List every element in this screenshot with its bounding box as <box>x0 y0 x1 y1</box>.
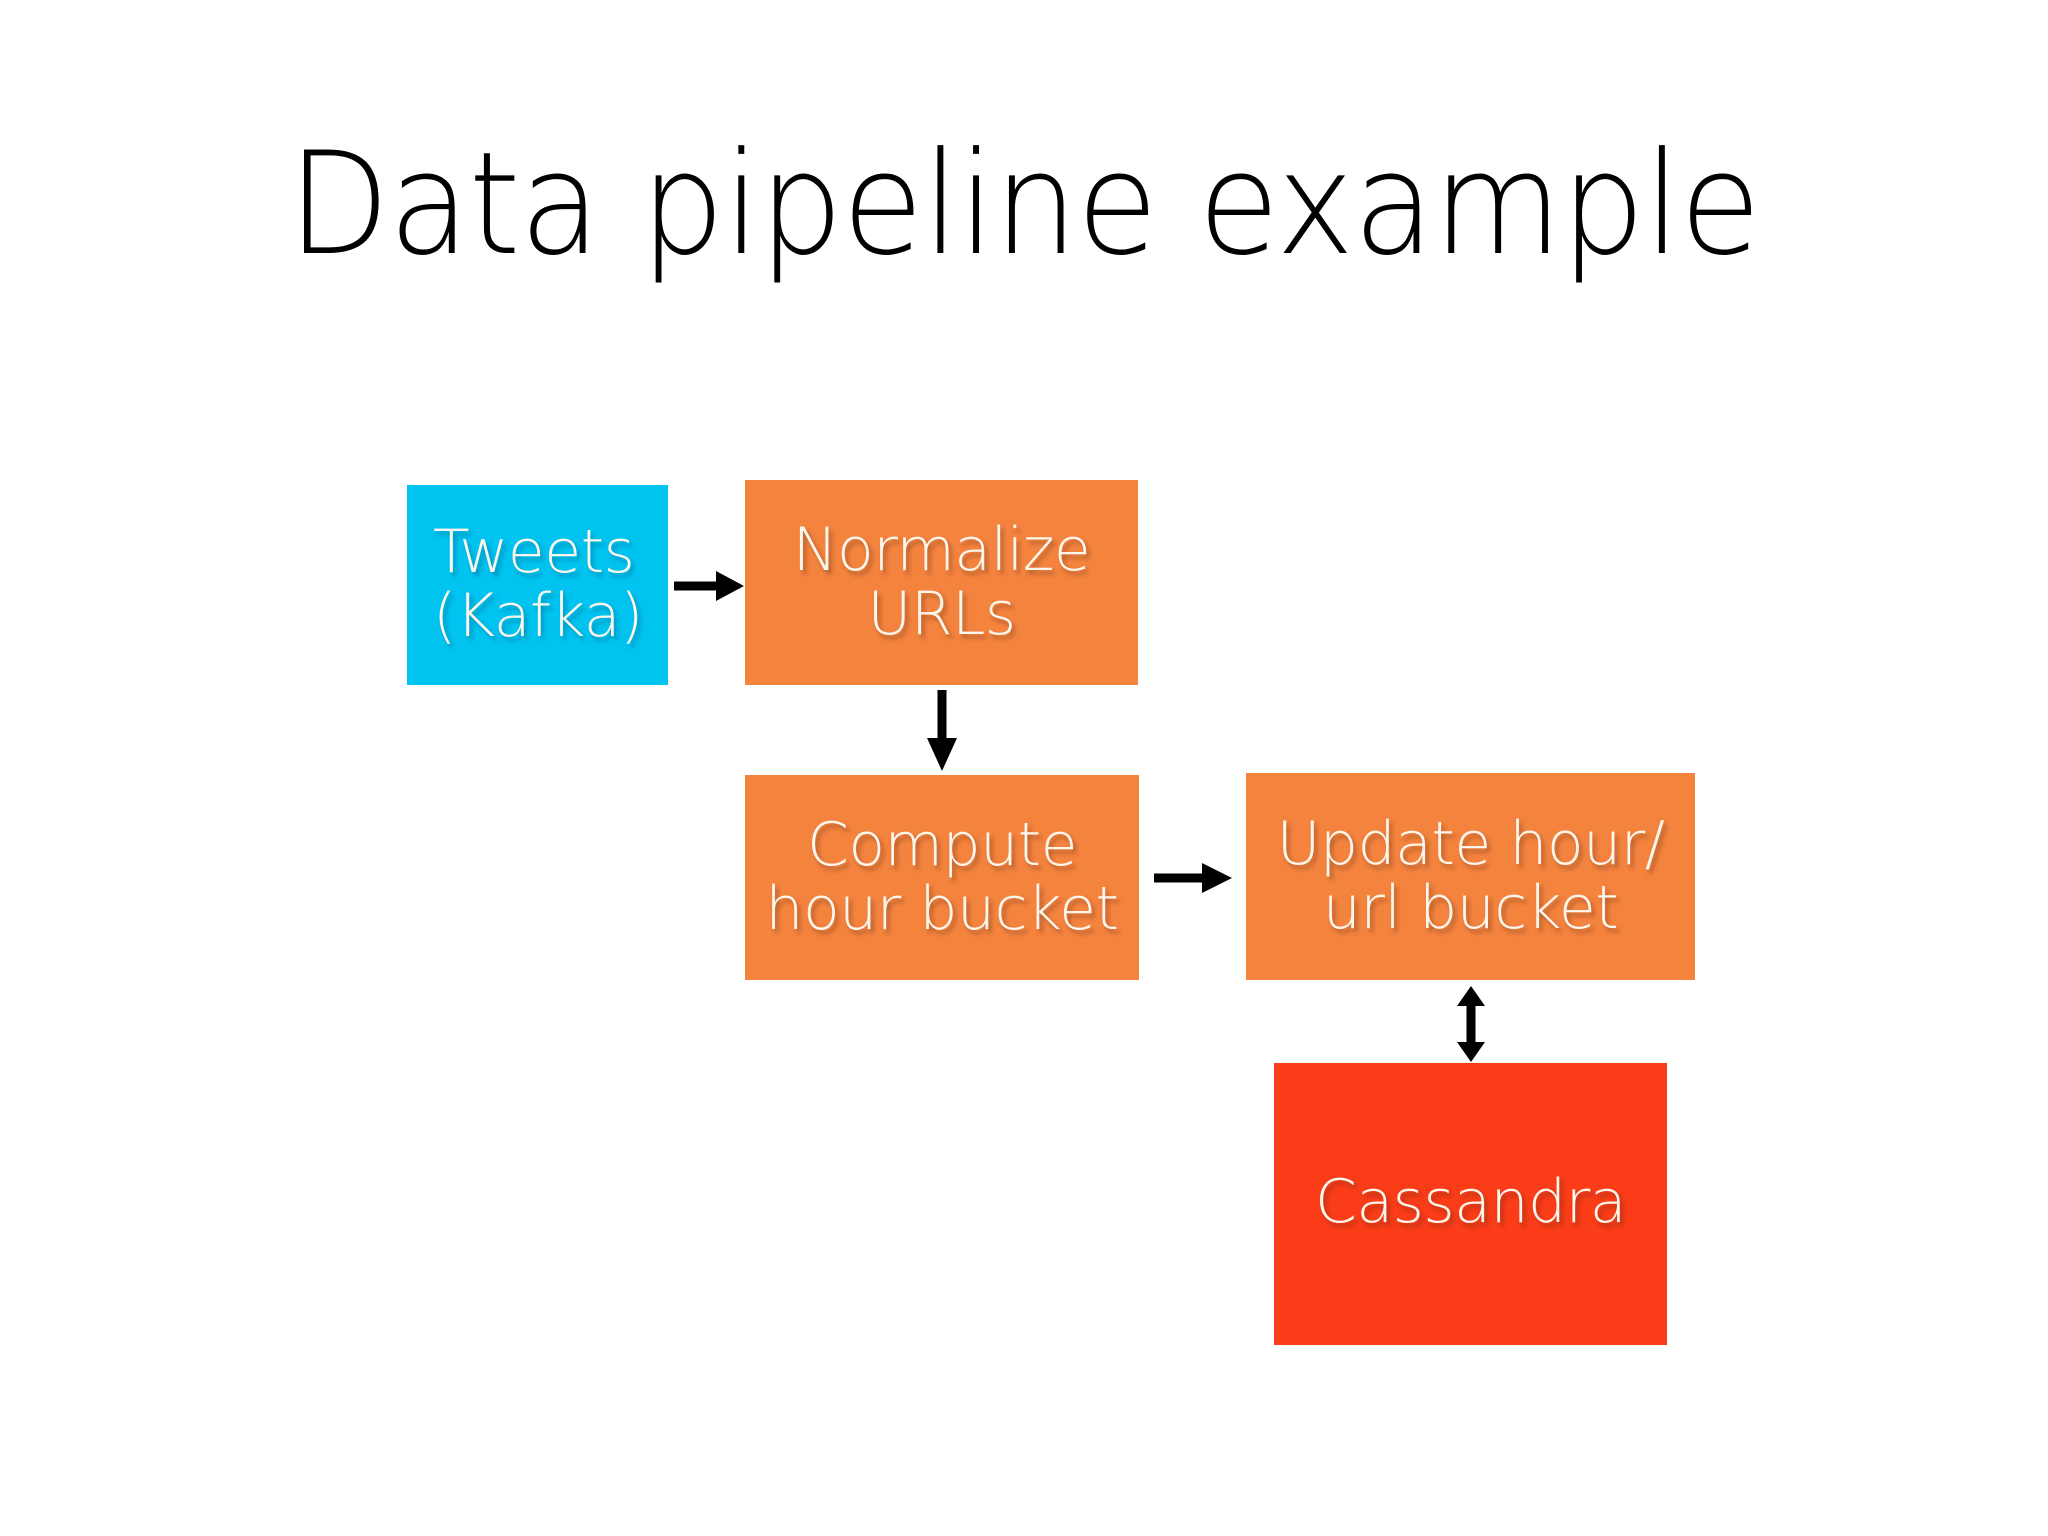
node-update-line-1: Update hour/ <box>1276 808 1665 879</box>
arrow-right-icon-tweets-to-normalize <box>672 565 748 607</box>
node-tweets-line-2: (Kafka) <box>433 581 643 651</box>
node-normalize-urls[interactable]: Normalize URLs <box>745 480 1138 685</box>
node-compute-line-2: hour bucket <box>765 873 1119 944</box>
node-compute-line-1: Compute <box>806 809 1078 880</box>
node-normalize-line-1: Normalize <box>792 514 1091 585</box>
node-tweets-kafka[interactable]: Tweets (Kafka) <box>407 485 668 685</box>
node-cassandra[interactable]: Cassandra <box>1274 1063 1667 1345</box>
arrow-double-vertical-icon-update-to-cassandra <box>1450 984 1492 1064</box>
node-update-line-2: url bucket <box>1322 872 1619 943</box>
node-compute-hour-bucket[interactable]: Compute hour bucket <box>745 775 1139 980</box>
node-update-hour-url-bucket[interactable]: Update hour/ url bucket <box>1246 773 1695 980</box>
arrow-right-icon-compute-to-update <box>1152 857 1236 899</box>
node-tweets-line-1: Tweets <box>433 517 635 588</box>
page-title: Data pipeline example <box>287 122 1761 287</box>
arrow-down-icon-normalize-to-compute <box>921 688 963 774</box>
node-normalize-line-2: URLs <box>867 578 1016 649</box>
node-cassandra-line-1: Cassandra <box>1315 1167 1627 1237</box>
